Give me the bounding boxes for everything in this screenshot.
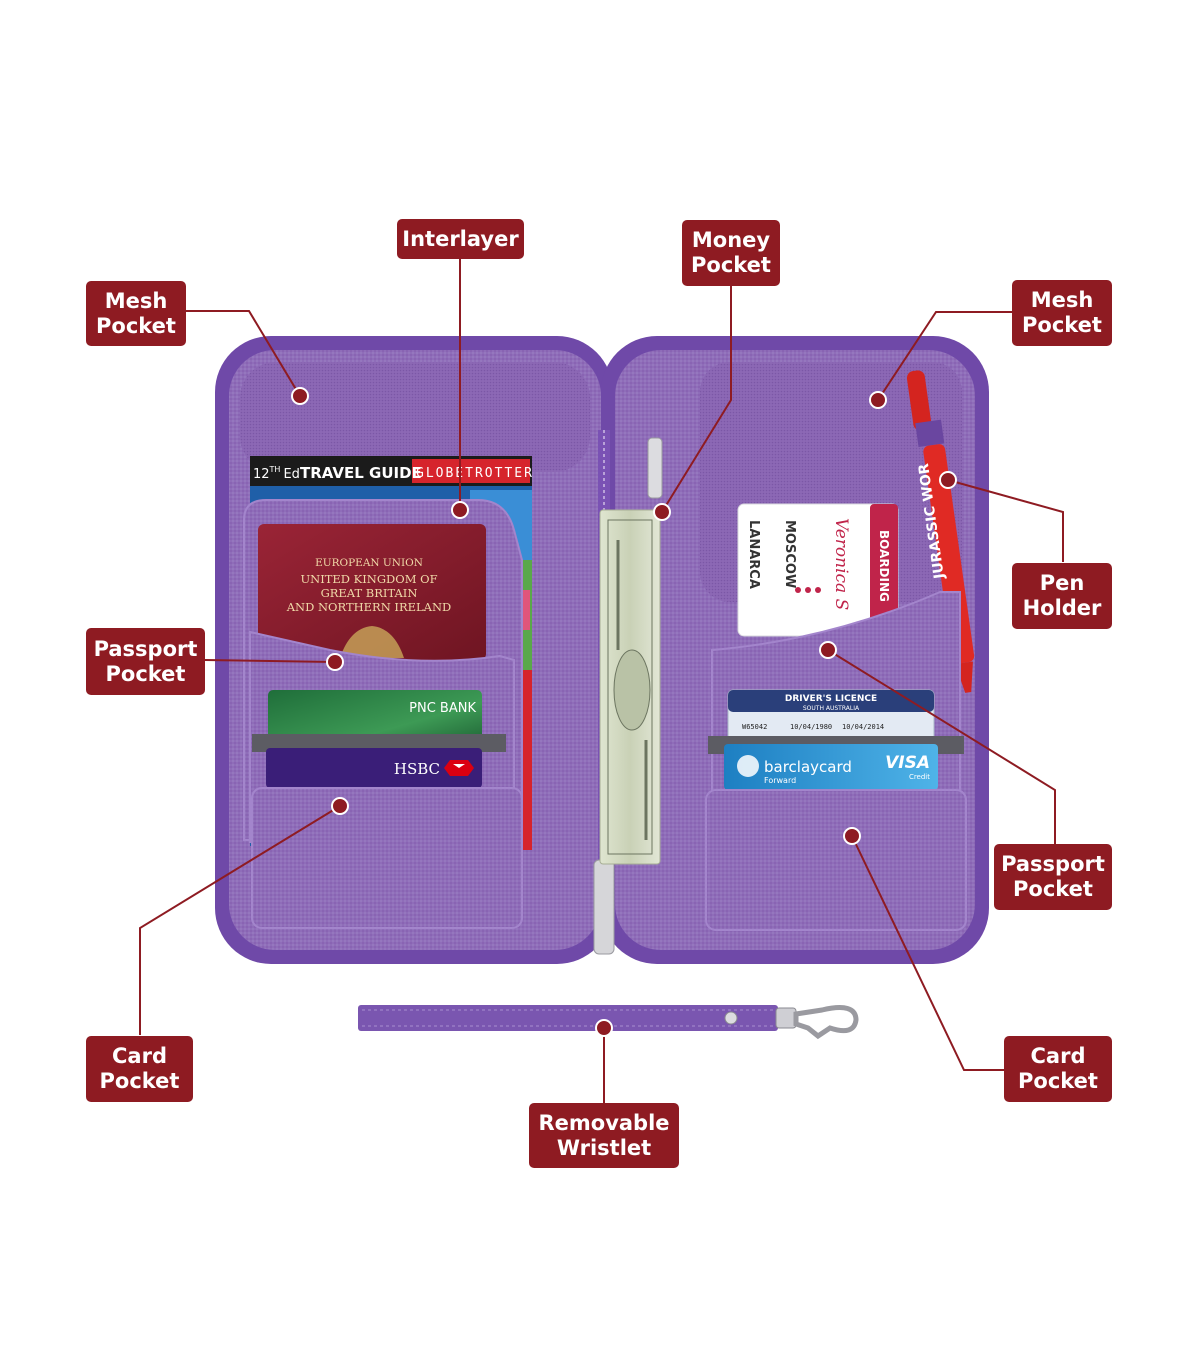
wristlet (358, 1005, 859, 1040)
left-mesh-area (240, 362, 590, 472)
label-text: Mesh (104, 288, 168, 313)
dot-pen-holder (939, 471, 957, 489)
label-text: Pocket (99, 1069, 180, 1093)
label-passport-pocket-right: Passport Pocket (994, 844, 1112, 910)
licence-dob: 10/04/1980 (790, 723, 832, 731)
leader-card-pocket-left (139, 805, 341, 1035)
label-text: Mesh (1030, 288, 1094, 312)
hsbc-card-name: HSBC (394, 760, 440, 778)
leader-money-pocket (661, 286, 732, 513)
label-text: Wristlet (556, 1135, 652, 1160)
label-mesh-pocket-right: Mesh Pocket (1012, 280, 1112, 346)
pen (906, 370, 975, 693)
label-text: Money (691, 228, 771, 252)
label-text: Pocket (105, 661, 186, 686)
label-text: Card (112, 1044, 167, 1068)
label-text: Pocket (1022, 313, 1102, 337)
barclaycard-sub: Forward (764, 776, 796, 785)
label-removable-wristlet: Removable Wristlet (529, 1103, 679, 1168)
label-text: Passport (1001, 852, 1105, 876)
drivers-licence (727, 689, 935, 751)
licence-title: DRIVER'S LICENCE (785, 694, 877, 704)
leader-card-pocket-right (851, 835, 1004, 1071)
boarding-pass (737, 503, 899, 637)
dot-passport-pocket-left (326, 653, 344, 671)
dot-mesh-pocket-right (869, 391, 887, 409)
licence-state: SOUTH AUSTRALIA (803, 705, 860, 712)
label-text: Holder (1022, 596, 1102, 620)
leader-mesh-pocket-left (186, 310, 301, 397)
leader-dots (291, 387, 957, 1037)
label-card-pocket-left: Card Pocket (86, 1036, 193, 1102)
licence-expiry: 10/04/2014 (842, 723, 884, 731)
label-text: Removable (538, 1110, 670, 1135)
guide-title: TRAVEL GUIDE (300, 464, 422, 482)
licence-number: W65042 (742, 723, 767, 731)
hsbc-card (266, 748, 482, 788)
passport-line-4: AND NORTHERN IRELAND (286, 600, 451, 614)
barclaycard (724, 744, 938, 790)
label-text: Pen (1039, 571, 1085, 595)
label-passport-pocket-left: Passport Pocket (86, 628, 205, 695)
passport (258, 524, 486, 660)
dot-mesh-pocket-left (291, 387, 309, 405)
dot-money-pocket (653, 503, 671, 521)
label-text: Passport (93, 636, 198, 661)
label-text: Pocket (96, 313, 176, 338)
boarding-pass-title: BOARDING (877, 530, 891, 602)
boarding-pass-name: Veronica S (831, 518, 851, 610)
label-text: Interlayer (402, 226, 519, 251)
guide-brand: GLOBETROTTER (416, 466, 534, 481)
passport-line-2: UNITED KINGDOM OF (300, 572, 437, 586)
label-mesh-pocket-left: Mesh Pocket (86, 281, 186, 346)
dot-interlayer (451, 501, 469, 519)
dot-card-pocket-right (843, 827, 861, 845)
dot-removable-wristlet (595, 1019, 613, 1037)
money-pocket-zipper-pull (647, 437, 663, 499)
label-text: Pocket (1018, 1069, 1098, 1093)
leader-lines (139, 259, 1064, 1103)
leader-passport-pocket-right (827, 649, 1056, 844)
label-text: Pocket (1013, 877, 1093, 901)
passport-line-3: GREAT BRITAIN (321, 586, 418, 600)
pnc-card-name: PNC BANK (409, 701, 476, 716)
leader-passport-pocket-left (204, 659, 336, 663)
passport-line-1: EUROPEAN UNION (315, 557, 423, 569)
dot-passport-pocket-right (819, 641, 837, 659)
label-card-pocket-right: Card Pocket (1004, 1036, 1112, 1102)
label-text: Pocket (691, 253, 771, 277)
card-pocket-left-fabric (251, 787, 523, 929)
banknote (599, 509, 661, 865)
barclaycard-brand: barclaycard (764, 758, 852, 776)
boarding-pass-from-city: LANARCA (746, 520, 761, 589)
label-money-pocket: Money Pocket (682, 220, 780, 286)
barclaycard-type: Credit (909, 773, 930, 781)
label-interlayer: Interlayer (397, 219, 524, 259)
barclaycard-network: VISA (885, 753, 930, 773)
label-pen-holder: Pen Holder (1012, 563, 1112, 629)
dot-card-pocket-left (331, 797, 349, 815)
zipper-pull (593, 859, 615, 955)
card-slot-elastic-left (252, 734, 506, 752)
boarding-pass-to-city: MOSCOW (782, 520, 797, 588)
label-text: Card (1030, 1044, 1086, 1068)
leader-pen-holder (947, 479, 1064, 562)
leader-mesh-pocket-right (877, 311, 1012, 401)
card-pocket-right-fabric (705, 789, 967, 931)
